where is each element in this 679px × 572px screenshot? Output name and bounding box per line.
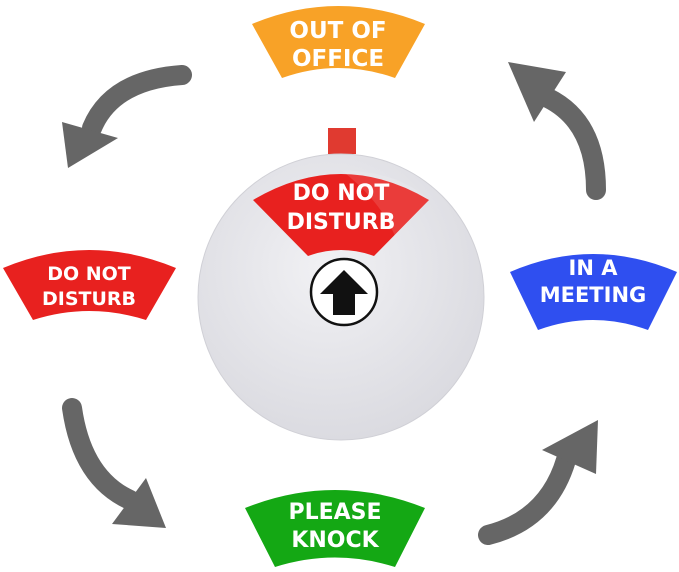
dial-window-line1: DO NOT	[293, 181, 390, 206]
sign-right-line1: IN A	[569, 256, 619, 280]
curved-arrow-icon	[508, 62, 606, 200]
up-arrow-icon	[309, 257, 379, 327]
sign-do-not-disturb-left: DO NOT DISTURB	[3, 250, 176, 320]
curved-arrow-icon	[478, 420, 598, 545]
sign-out-of-office: OUT OF OFFICE	[252, 6, 425, 78]
sign-bottom-line1: PLEASE	[288, 500, 381, 525]
dial[interactable]: DO NOT DISTURB	[197, 128, 485, 441]
sign-bottom-line2: KNOCK	[291, 528, 379, 553]
sign-in-a-meeting: IN A MEETING	[510, 254, 677, 330]
sign-left-line1: DO NOT	[47, 263, 131, 285]
dial-tab[interactable]	[328, 128, 356, 154]
sign-left-line2: DISTURB	[42, 288, 136, 310]
dial-window: DO NOT DISTURB	[253, 170, 429, 256]
curved-arrow-icon	[62, 65, 192, 168]
sign-right-line2: MEETING	[540, 283, 647, 307]
dial-window-line2: DISTURB	[287, 210, 396, 235]
sign-please-knock: PLEASE KNOCK	[245, 490, 425, 567]
curved-arrow-icon	[62, 398, 166, 528]
sign-top-line2: OFFICE	[292, 46, 384, 72]
sign-top-line1: OUT OF	[289, 18, 386, 44]
